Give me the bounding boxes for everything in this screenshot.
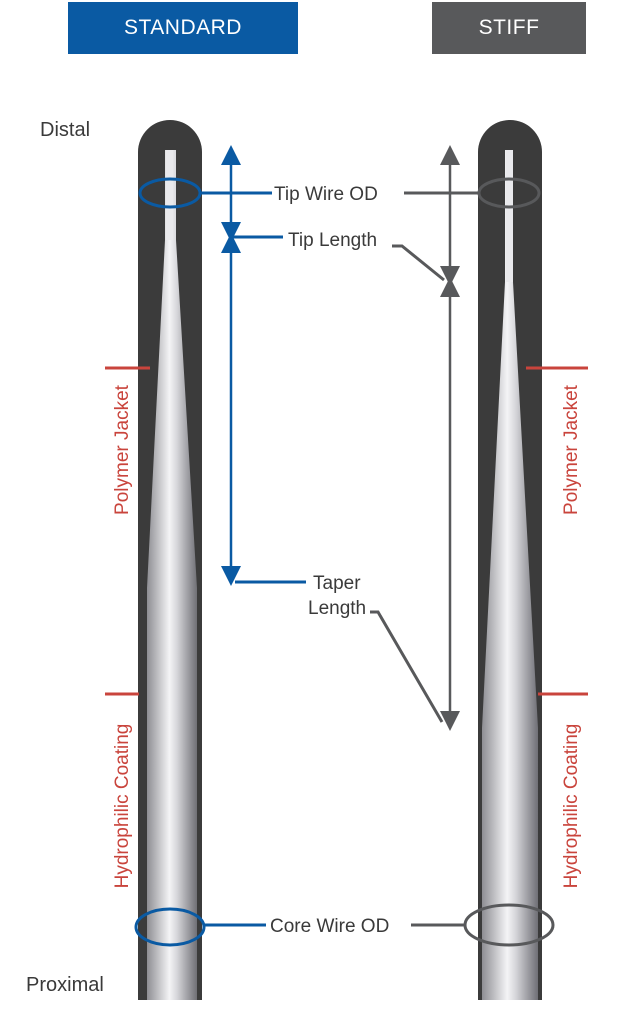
tip-length-label: Tip Length bbox=[288, 230, 377, 251]
taper-label-line1: Taper bbox=[313, 573, 361, 594]
stiff-tip-wire bbox=[506, 150, 513, 282]
tip-length-leader-stiff bbox=[392, 244, 445, 282]
tip-wire-od-label: Tip Wire OD bbox=[274, 184, 378, 205]
taper-label-line2: Length bbox=[308, 598, 366, 619]
polymer-jacket-label-std: Polymer Jacket bbox=[112, 384, 133, 515]
hydrophilic-label-std: Hydrophilic Coating bbox=[112, 724, 133, 889]
polymer-jacket-label-stiff: Polymer Jacket bbox=[561, 384, 582, 515]
stiff-header: STIFF bbox=[432, 2, 586, 54]
hydrophilic-label-stiff: Hydrophilic Coating bbox=[561, 724, 582, 889]
proximal-label: Proximal bbox=[26, 974, 104, 996]
standard-header: STANDARD bbox=[68, 2, 298, 54]
stiff-core-taper bbox=[482, 150, 538, 1000]
standard-header-label: STANDARD bbox=[124, 16, 242, 39]
distal-label: Distal bbox=[40, 119, 90, 141]
core-wire-od-label: Core Wire OD bbox=[270, 916, 389, 937]
taper-length-leader-stiff bbox=[370, 610, 444, 723]
standard-core-od-ellipse bbox=[134, 907, 206, 947]
standard-tip-wire bbox=[166, 150, 173, 240]
standard-wire bbox=[138, 120, 202, 1000]
stiff-wire bbox=[478, 120, 542, 1000]
standard-core-taper bbox=[147, 150, 197, 1000]
stiff-header-label: STIFF bbox=[478, 16, 540, 39]
